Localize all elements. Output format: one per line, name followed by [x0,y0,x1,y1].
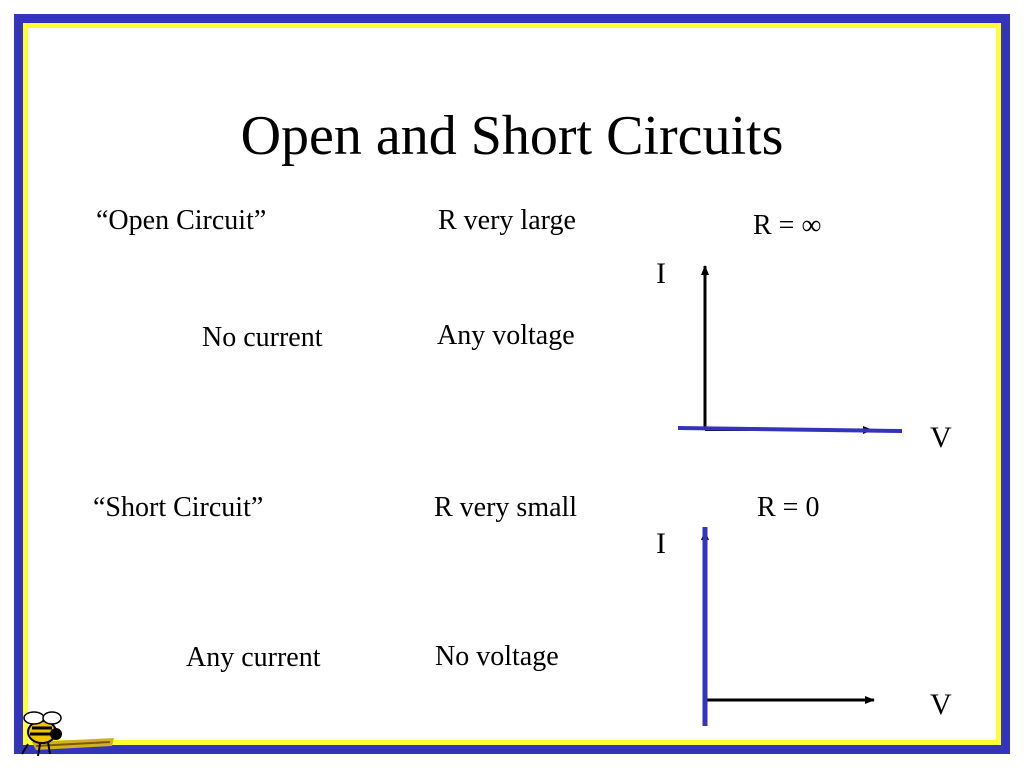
short-circuit-x-axis-label: V [930,688,952,721]
slide-border-outer [14,14,1010,754]
short-circuit-resistance: R very small [434,492,578,523]
open-circuit-resistance: R very large [438,205,576,236]
short-circuit-current: Any current [186,642,321,673]
short-circuit-name: “Short Circuit” [93,492,264,523]
yellow-jacket-logo-icon [21,711,114,757]
open-circuit-y-axis-label: I [656,257,666,290]
open-circuit-equation: R = ∞ [753,210,822,241]
open-circuit-x-axis-label: V [930,421,952,454]
short-circuit-equation: R = 0 [757,492,820,523]
open-circuit-name: “Open Circuit” [96,205,267,236]
slide-title: Open and Short Circuits [240,105,784,167]
open-circuit-iv-line [677,426,903,433]
open-circuit-voltage: Any voltage [437,320,575,351]
short-circuit-voltage: No voltage [435,641,559,672]
short-circuit-y-axis-label: I [656,527,666,560]
slide-border-inner [23,23,1001,745]
open-circuit-current: No current [202,322,323,353]
